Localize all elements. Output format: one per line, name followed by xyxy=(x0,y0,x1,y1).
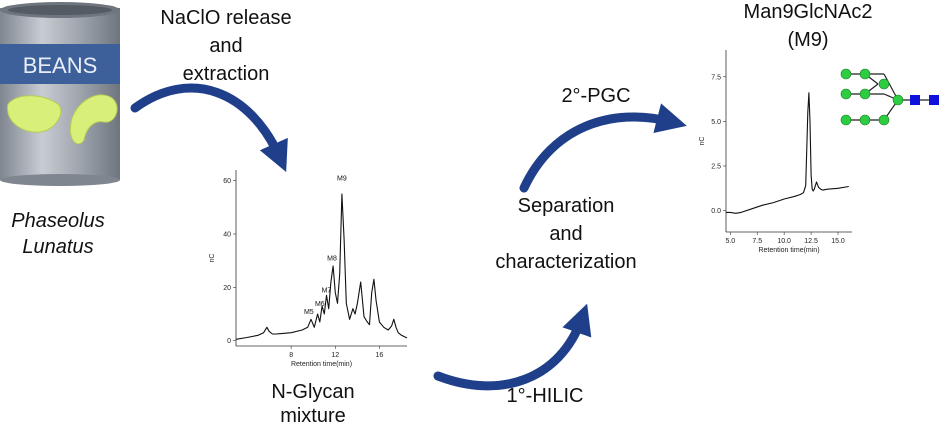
chromatogram-trace xyxy=(726,92,849,214)
step1-line1: NaClO release xyxy=(160,7,291,29)
x-axis-label: Retention time(min) xyxy=(291,361,352,368)
x-tick-label: 5.0 xyxy=(725,238,735,245)
glcnac-residue xyxy=(929,95,939,105)
sepchar-line1: Separation xyxy=(518,195,615,217)
step1-line2: and xyxy=(209,35,242,57)
mixture-line2: mixture xyxy=(280,405,346,427)
x-tick-label: 8 xyxy=(289,352,293,359)
peak-label-m8: M8 xyxy=(327,256,337,263)
y-tick-label: 7.5 xyxy=(711,74,721,81)
source-name-line1: Phaseolus xyxy=(11,210,104,232)
peak-label-m9: M9 xyxy=(337,176,347,183)
x-tick-label: 12.5 xyxy=(804,238,818,245)
x-tick-label: 10.0 xyxy=(777,238,791,245)
peak-label-m6: M6 xyxy=(315,301,325,308)
pgc-label: 2°-PGC xyxy=(561,85,630,107)
mannose-residue xyxy=(859,114,871,126)
y-tick-label: 0 xyxy=(227,338,231,345)
source-name-line2: Lunatus xyxy=(22,236,93,258)
mannose-residue xyxy=(892,94,904,106)
y-axis-label: nC xyxy=(699,137,706,146)
sepchar-line3: characterization xyxy=(495,251,636,273)
y-tick-label: 40 xyxy=(223,232,231,239)
curved-arrow-icon xyxy=(130,83,288,172)
mannose-residue xyxy=(840,114,852,126)
mixture-line1: N-Glycan xyxy=(271,381,354,403)
mannose-residue xyxy=(878,114,890,126)
step1-line3: extraction xyxy=(183,63,270,85)
lima-bean-icon xyxy=(7,94,118,145)
product-line1: Man9GlcNAc2 xyxy=(744,1,873,23)
hilic-label: 1°-HILIC xyxy=(507,385,584,407)
mannose-residue xyxy=(840,68,852,80)
mannose-residue xyxy=(840,88,852,100)
mannose-residue xyxy=(878,78,890,90)
x-axis-label: Retention time(min) xyxy=(758,247,819,254)
chromatogram-trace xyxy=(235,193,408,340)
can-label-text: BEANS xyxy=(23,53,98,78)
y-tick-label: 5.0 xyxy=(711,119,721,126)
y-axis-label: nC xyxy=(209,254,216,263)
peak-label-m5: M5 xyxy=(304,309,314,316)
y-tick-label: 2.5 xyxy=(711,163,721,170)
curved-arrow-icon xyxy=(519,103,687,193)
glycan-structure-icon xyxy=(840,68,939,126)
peak-label-m7: M7 xyxy=(322,288,332,295)
bean-can-icon: BEANS xyxy=(0,2,120,186)
y-tick-label: 0.0 xyxy=(711,208,721,215)
x-tick-label: 16 xyxy=(376,352,384,359)
mannose-residue xyxy=(859,88,871,100)
x-tick-label: 15.0 xyxy=(831,238,845,245)
product-line2: (M9) xyxy=(787,29,828,51)
y-tick-label: 20 xyxy=(223,285,231,292)
curved-arrow-icon xyxy=(433,303,592,391)
can-label-band xyxy=(0,44,120,84)
sepchar-line2: and xyxy=(549,223,582,245)
x-tick-label: 7.5 xyxy=(752,238,762,245)
glcnac-residue xyxy=(910,95,920,105)
y-tick-label: 60 xyxy=(223,178,231,185)
x-tick-label: 12 xyxy=(331,352,339,359)
mannose-residue xyxy=(859,68,871,80)
chromatogram-m9: 0.0 2.5 5.0 7.5 5.0 7.5 10.0 12.5 15.0Retention … xyxy=(699,50,852,254)
